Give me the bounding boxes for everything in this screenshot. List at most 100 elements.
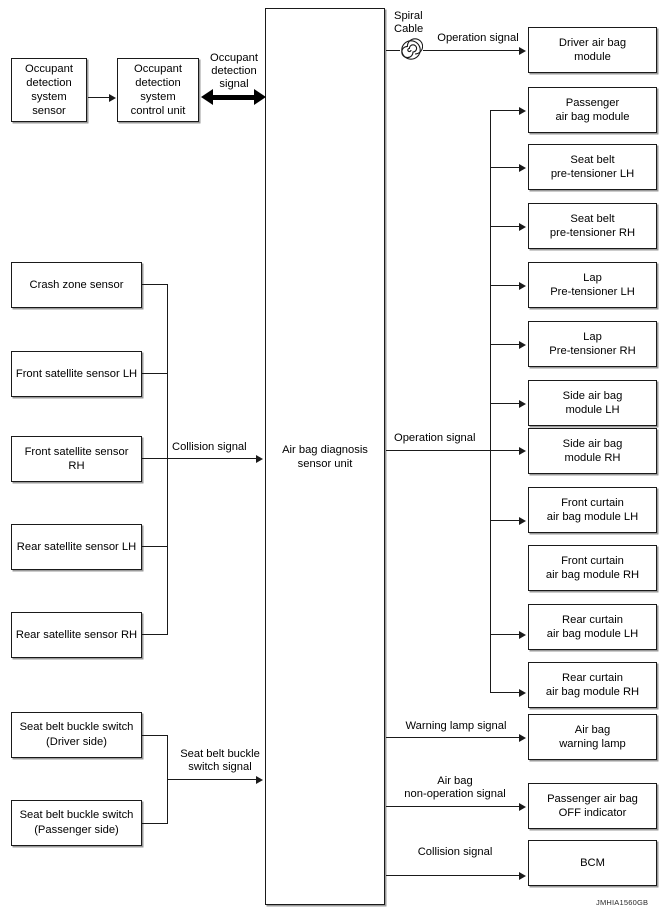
branch-line-rear-curtain-air-bag-module-lh	[490, 634, 519, 635]
seat-belt-pre-tensioner-rh-label: Seat belt pre-tensioner RH	[549, 213, 636, 239]
side-air-bag-module-lh-box: Side air bag module LH	[528, 380, 657, 426]
buckle-switch-driver-stub	[142, 735, 168, 736]
front-satellite-sensor-lh-label: Front satellite sensor LH	[15, 368, 138, 380]
side-air-bag-module-rh-label: Side air bag module RH	[562, 438, 623, 464]
collision-signal-left-arrowhead	[256, 455, 263, 463]
rear-satellite-sensor-lh-box: Rear satellite sensor LH	[11, 524, 142, 570]
center-to-spiral-line	[386, 50, 400, 51]
branch-line-front-curtain-air-bag-module-lh	[490, 520, 519, 521]
lap-pre-tensioner-rh-box: Lap Pre-tensioner RH	[528, 321, 657, 367]
operation-signal-bus-stem	[386, 450, 519, 451]
arrowhead-rear-curtain-air-bag-module-rh	[519, 689, 526, 697]
occupant-detection-system-sensor-label: Occupant detection system sensor	[25, 63, 73, 117]
passenger-air-bag-module-box: Passenger air bag module	[528, 87, 657, 133]
occupant-detection-signal-left-arrowhead	[201, 89, 213, 105]
seat-belt-pre-tensioner-lh-box: Seat belt pre-tensioner LH	[528, 144, 657, 190]
figure-id-code: JMHIA1560GB	[596, 898, 649, 907]
rear-satellite-sensor-rh-box: Rear satellite sensor RH	[11, 612, 142, 658]
front-curtain-air-bag-module-rh-label: Front curtain air bag module RH	[545, 555, 640, 581]
collision-signal-left-line	[142, 458, 256, 459]
occupant-detection-system-control-unit-label: Occupant detection system control unit	[130, 63, 186, 117]
warning-lamp-signal-label: Warning lamp signal	[405, 720, 507, 732]
buckle-switch-signal-arrowhead	[256, 776, 263, 784]
rear-curtain-air-bag-module-lh-label: Rear curtain air bag module LH	[546, 614, 639, 640]
arrowhead-lap-pre-tensioner-rh	[519, 341, 526, 349]
operation-signal-bus-arrowhead	[519, 447, 526, 455]
air-bag-non-operation-signal-line	[386, 806, 519, 807]
air-bag-warning-lamp-box: Air bag warning lamp	[528, 714, 657, 760]
arrowhead-seat-belt-pre-tensioner-lh	[519, 164, 526, 172]
warning-lamp-signal-line	[386, 737, 519, 738]
rear-curtain-air-bag-module-rh-box: Rear curtain air bag module RH	[528, 662, 657, 708]
seat-belt-buckle-switch-driver-box: Seat belt buckle switch (Driver side)	[11, 712, 142, 758]
branch-line-seat-belt-pre-tensioner-rh	[490, 226, 519, 227]
warning-lamp-signal-arrowhead	[519, 734, 526, 742]
front-curtain-air-bag-module-lh-box: Front curtain air bag module LH	[528, 487, 657, 533]
front-satellite-sensor-lh-box: Front satellite sensor LH	[11, 351, 142, 397]
front-satellite-sensor-rh-label: Front satellite sensor RH	[24, 446, 129, 472]
branch-line-rear-curtain-air-bag-module-rh	[490, 692, 519, 693]
front-curtain-air-bag-module-lh-label: Front curtain air bag module LH	[546, 497, 639, 523]
arrowhead-seat-belt-pre-tensioner-rh	[519, 223, 526, 231]
buckle-switch-passenger-stub	[142, 823, 168, 824]
arrowhead-lap-pre-tensioner-lh	[519, 282, 526, 290]
occupant-detection-signal-right-arrowhead	[254, 89, 266, 105]
bcm-label: BCM	[580, 857, 605, 869]
rear-satellite-sensor-lh-stub	[142, 546, 168, 547]
lap-pre-tensioner-lh-box: Lap Pre-tensioner LH	[528, 262, 657, 308]
arrowhead-rear-curtain-air-bag-module-lh	[519, 631, 526, 639]
air-bag-non-operation-signal-label: Air bag non-operation signal	[404, 775, 506, 800]
seat-belt-buckle-switch-passenger-label: Seat belt buckle switch (Passenger side)	[19, 809, 134, 836]
occupant-detection-system-control-unit-box: Occupant detection system control unit	[117, 58, 199, 122]
passenger-air-bag-off-indicator-label: Passenger air bag OFF indicator	[547, 793, 638, 819]
buckle-switch-signal-line	[167, 779, 256, 780]
spiral-cable-icon	[401, 38, 423, 60]
operation-signal-top-label: Operation signal	[437, 32, 519, 44]
arrowhead-side-air-bag-module-lh	[519, 400, 526, 408]
side-air-bag-module-rh-box: Side air bag module RH	[528, 428, 657, 474]
seat-belt-buckle-switch-passenger-box: Seat belt buckle switch (Passenger side)	[11, 800, 142, 846]
collision-signal-right-arrowhead	[519, 872, 526, 880]
collision-signal-left-label: Collision signal	[172, 441, 247, 453]
rear-curtain-air-bag-module-rh-label: Rear curtain air bag module RH	[545, 672, 640, 698]
occupant-detection-signal-line	[212, 95, 256, 100]
seat-belt-pre-tensioner-lh-label: Seat belt pre-tensioner LH	[550, 154, 635, 180]
seat-belt-buckle-switch-driver-label: Seat belt buckle switch (Driver side)	[19, 721, 134, 748]
occupant-detection-system-sensor-box: Occupant detection system sensor	[11, 58, 87, 122]
spiral-to-driver-module-line	[423, 50, 519, 51]
bcm-box: BCM	[528, 840, 657, 886]
air-bag-warning-lamp-label: Air bag warning lamp	[559, 724, 626, 750]
side-air-bag-module-lh-label: Side air bag module LH	[562, 390, 623, 416]
rear-curtain-air-bag-module-lh-box: Rear curtain air bag module LH	[528, 604, 657, 650]
air-bag-diagnosis-sensor-unit-box: Air bag diagnosis sensor unit	[265, 8, 385, 905]
arrowhead-passenger-air-bag-module	[519, 107, 526, 115]
crash-zone-sensor-stub	[142, 284, 168, 285]
rear-satellite-sensor-rh-label: Rear satellite sensor RH	[15, 629, 138, 641]
front-curtain-air-bag-module-rh-box: Front curtain air bag module RH	[528, 545, 657, 591]
front-satellite-sensor-lh-stub	[142, 373, 168, 374]
front-satellite-sensor-rh-box: Front satellite sensor RH	[11, 436, 142, 482]
crash-sensor-vertical-bus	[167, 284, 168, 635]
driver-air-bag-module-box: Driver air bag module	[528, 27, 657, 73]
occupant-detection-signal-label: Occupant detection signal	[210, 52, 258, 90]
collision-signal-right-label: Collision signal	[417, 846, 493, 858]
collision-signal-right-line	[386, 875, 519, 876]
seat-belt-pre-tensioner-rh-box: Seat belt pre-tensioner RH	[528, 203, 657, 249]
passenger-air-bag-module-label: Passenger air bag module	[555, 97, 630, 123]
lap-pre-tensioner-lh-label: Lap Pre-tensioner LH	[550, 272, 635, 298]
driver-air-bag-module-label: Driver air bag module	[558, 37, 627, 63]
buckle-switch-signal-label: Seat belt buckle switch signal	[180, 748, 260, 773]
operation-signal-mid-label: Operation signal	[394, 432, 476, 444]
rear-satellite-sensor-lh-label: Rear satellite sensor LH	[16, 541, 137, 553]
sensor-to-control-unit-arrowhead	[109, 94, 116, 102]
air-bag-non-operation-signal-arrowhead	[519, 803, 526, 811]
operation-signal-vertical-bus	[490, 110, 491, 692]
air-bag-diagnosis-sensor-unit-label: Air bag diagnosis sensor unit	[282, 443, 368, 470]
driver-module-arrowhead	[519, 47, 526, 55]
crash-zone-sensor-label: Crash zone sensor	[29, 279, 124, 291]
arrowhead-front-curtain-air-bag-module-lh	[519, 517, 526, 525]
passenger-air-bag-off-indicator-box: Passenger air bag OFF indicator	[528, 783, 657, 829]
lap-pre-tensioner-rh-label: Lap Pre-tensioner RH	[549, 331, 636, 357]
branch-line-seat-belt-pre-tensioner-lh	[490, 167, 519, 168]
